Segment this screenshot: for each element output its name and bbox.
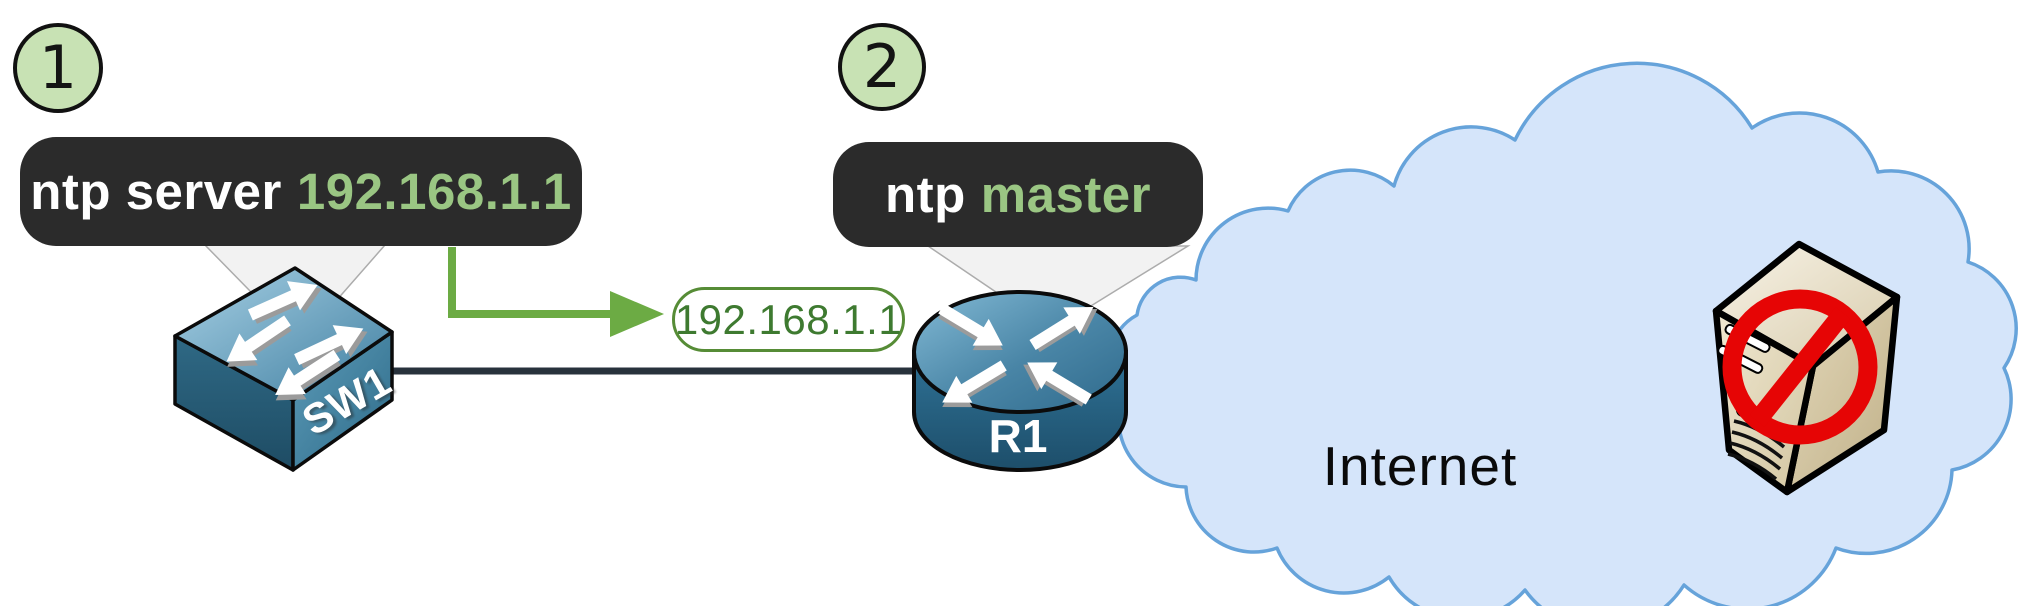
command-highlight: 192.168.1.1 (296, 163, 572, 220)
interface-ip-label: 192.168.1.1 (672, 287, 905, 352)
command-text: ntp (884, 166, 966, 223)
step-2-number: 2 (862, 32, 902, 102)
command-box-ntp-server: ntp server 192.168.1.1 (20, 137, 582, 246)
green-elbow-arrow-icon (448, 247, 664, 337)
command-highlight: master (980, 166, 1152, 223)
interface-ip-text: 192.168.1.1 (674, 295, 903, 343)
internet-cloud-label: Internet (1322, 435, 1518, 497)
prohibited-sign-icon (1722, 289, 1878, 445)
server-tower-icon (1712, 240, 1901, 496)
command-box-ntp-master: ntp master (833, 142, 1203, 247)
router-icon (912, 290, 1128, 472)
step-1-badge: 1 (13, 23, 103, 113)
router-name-label: R1 (988, 410, 1048, 462)
step-2-badge: 2 (838, 23, 926, 111)
command-text: ntp server (30, 163, 282, 220)
step-1-number: 1 (38, 33, 78, 103)
switch-icon (173, 266, 394, 472)
